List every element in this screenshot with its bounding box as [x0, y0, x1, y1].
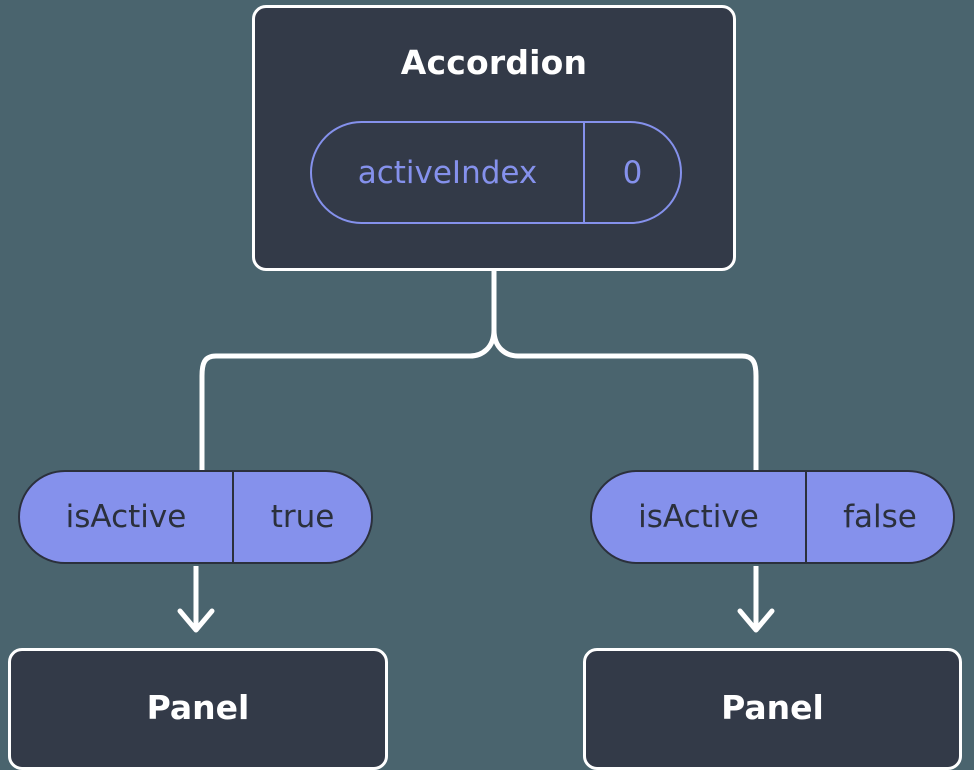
right-panel-component-node[interactable]: Panel — [583, 648, 962, 770]
accordion-node-title: Accordion — [400, 43, 588, 82]
activeindex-state-value: 0 — [622, 154, 643, 191]
left-panel-component-node[interactable]: Panel — [8, 648, 388, 770]
right-isactive-prop-value: false — [843, 499, 917, 535]
left-panel-node-title: Panel — [146, 687, 250, 727]
left-isactive-prop-value: true — [270, 499, 335, 535]
accordion-component-node[interactable]: Accordion activeIndex 0 — [252, 5, 736, 271]
activeindex-state-key: activeIndex — [312, 123, 585, 222]
right-branch-connector — [491, 327, 759, 473]
right-panel-node-title: Panel — [721, 687, 824, 727]
left-isactive-prop-pill[interactable]: isActive true — [18, 470, 373, 564]
right-isactive-prop-pill[interactable]: isActive false — [590, 470, 955, 564]
arrow-down-icon — [177, 608, 215, 633]
left-branch-connector — [199, 327, 497, 473]
right-isactive-prop-key: isActive — [592, 472, 807, 562]
left-isactive-prop-key: isActive — [20, 472, 234, 562]
arrow-down-icon — [737, 608, 775, 633]
activeindex-state-pill[interactable]: activeIndex 0 — [310, 121, 682, 224]
